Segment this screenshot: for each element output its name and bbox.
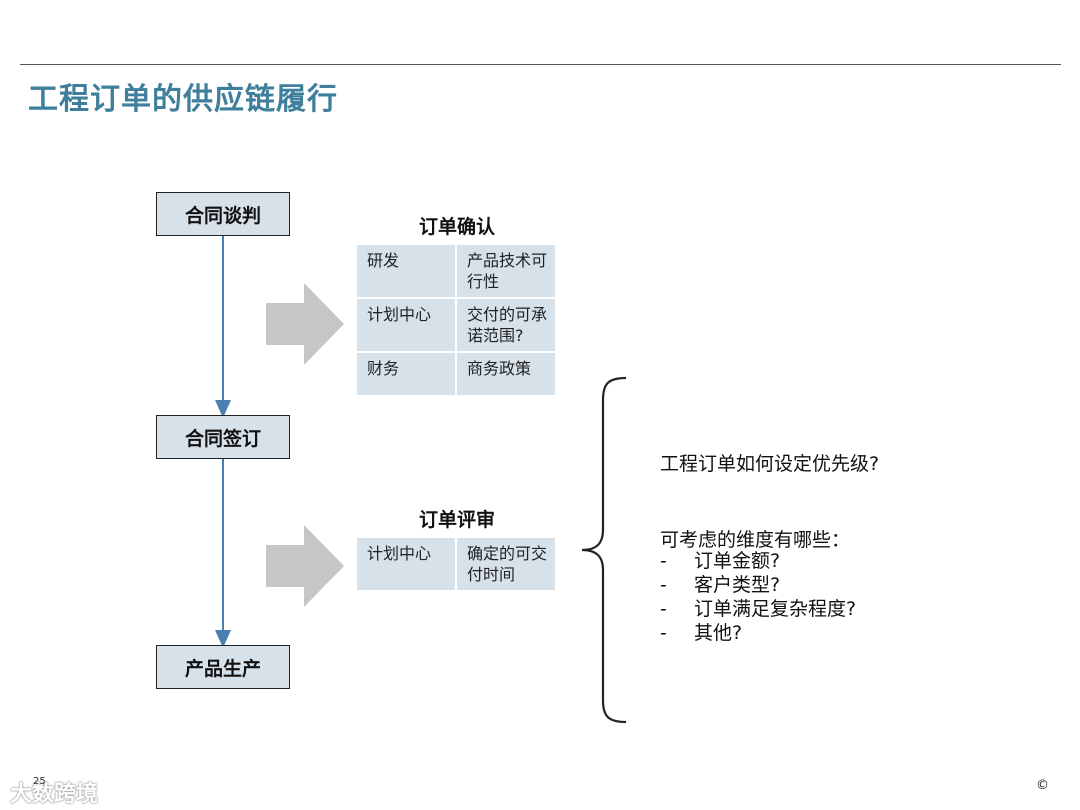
table-row: 财务 商务政策 [355,351,557,397]
table-cell: 研发 [355,243,457,299]
table-cell: 产品技术可行性 [455,243,557,299]
watermark-logo: 大数跨境 [10,782,99,807]
table-cell: 计划中心 [355,536,457,592]
copyright-mark: © [1036,778,1049,793]
page-title: 工程订单的供应链履行 [28,82,338,117]
stage-contract-signing: 合同签订 [156,415,290,459]
priority-question: 工程订单如何设定优先级? [660,453,880,475]
table-row: 研发 产品技术可行性 [355,243,557,299]
block-arrow-review [266,525,344,607]
dimension-label: 订单满足复杂程度? [694,598,857,620]
table-cell: 确定的可交付时间 [455,536,557,592]
list-item: -客户类型? [660,574,781,596]
stage-contract-negotiation: 合同谈判 [156,192,290,236]
order-review-table: 计划中心 确定的可交付时间 [355,536,557,592]
table-cell: 商务政策 [455,351,557,397]
page-number: 25 [33,776,46,787]
top-divider [20,64,1061,65]
order-confirmation-table: 研发 产品技术可行性 计划中心 交付的可承诺范围? 财务 商务政策 [355,243,557,397]
dimension-label: 订单金额? [694,550,781,572]
dimensions-list: -订单金额? -客户类型? -订单满足复杂程度? -其他? [660,549,856,645]
table-row: 计划中心 交付的可承诺范围? [355,297,557,353]
list-item: -其他? [660,622,743,644]
table-cell: 交付的可承诺范围? [455,297,557,353]
dimension-label: 其他? [694,622,743,644]
list-item: -订单满足复杂程度? [660,598,857,620]
table-cell: 财务 [355,351,457,397]
order-review-title: 订单评审 [419,509,496,531]
dimensions-heading: 可考虑的维度有哪些： [660,529,851,551]
curly-brace [581,376,627,724]
stage-production: 产品生产 [156,645,290,689]
table-row: 计划中心 确定的可交付时间 [355,536,557,592]
dimension-label: 客户类型? [694,574,781,596]
table-cell: 计划中心 [355,297,457,353]
order-confirmation-title: 订单确认 [419,216,496,238]
list-item: -订单金额? [660,550,781,572]
block-arrow-confirmation [266,283,344,365]
